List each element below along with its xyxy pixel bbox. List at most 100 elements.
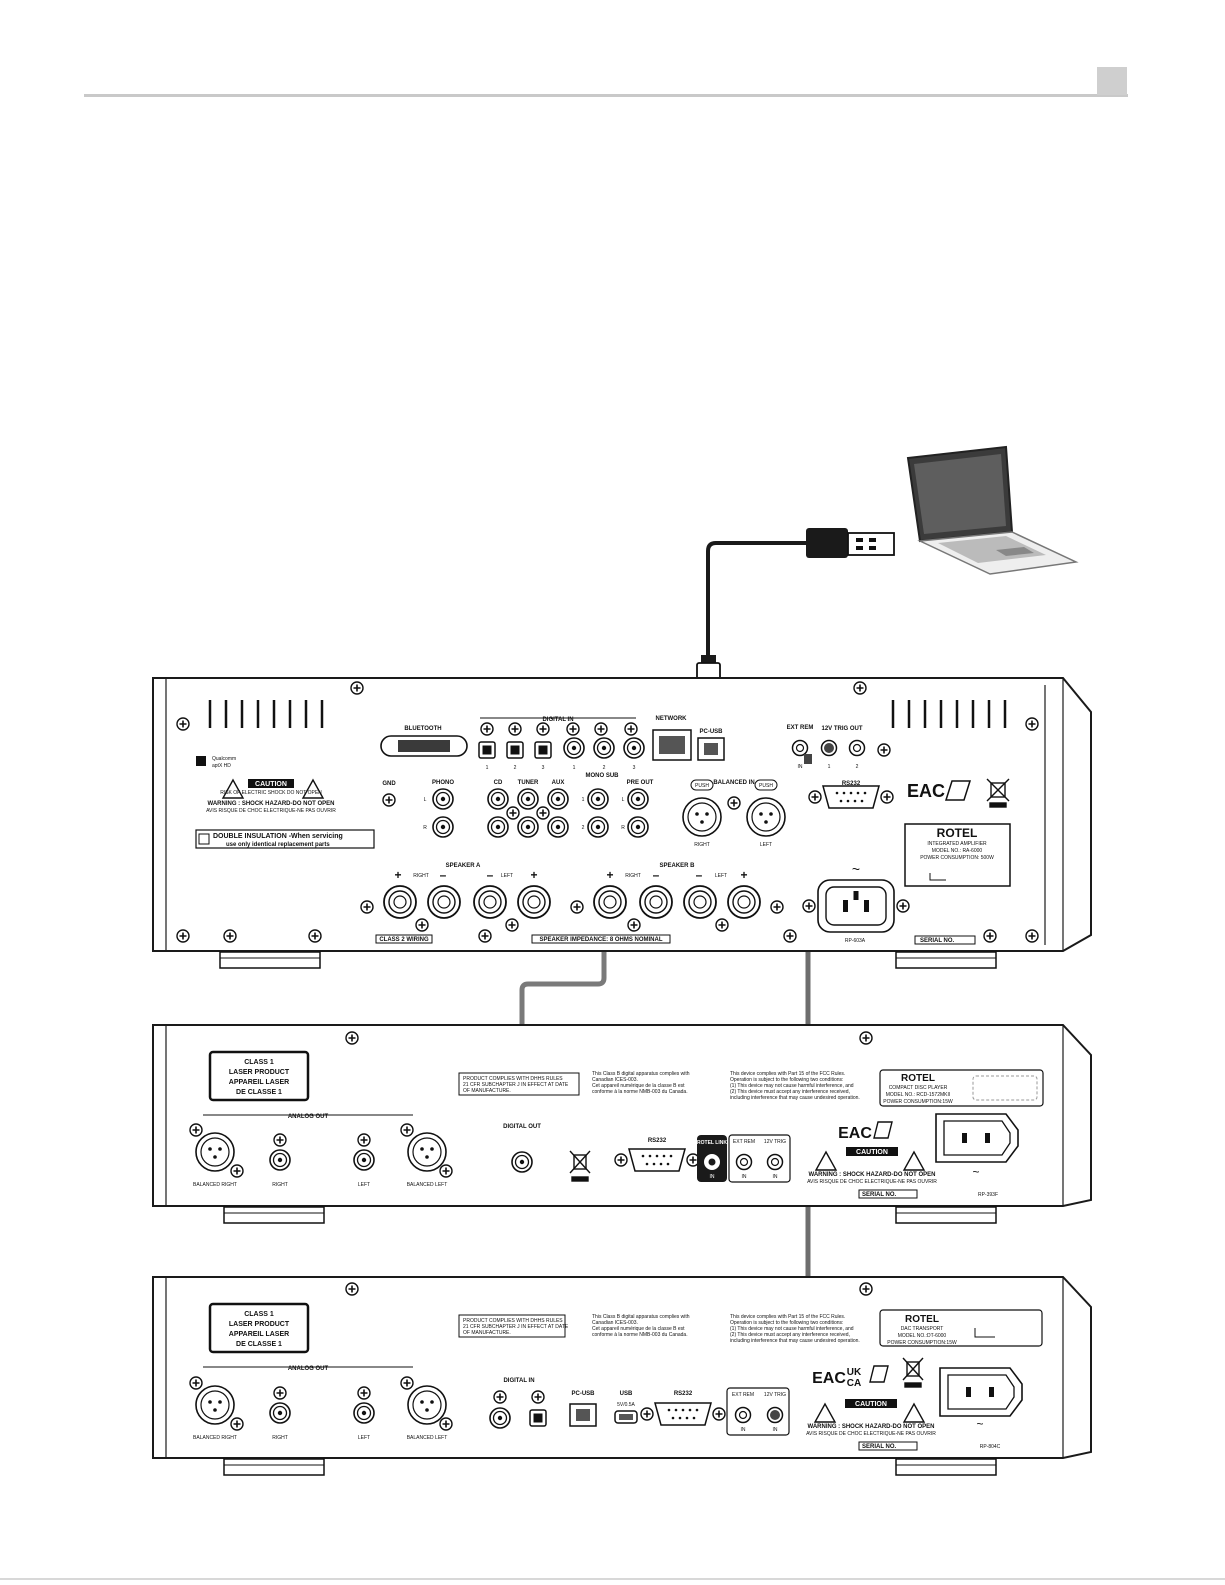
cd-balanced-left-label: BALANCED LEFT xyxy=(407,1182,448,1188)
dac-caution-label: CAUTION xyxy=(855,1401,887,1408)
amp-model-label: MODEL NO.: RA-6000 xyxy=(932,848,983,854)
dac-uk-mark: UK xyxy=(847,1367,862,1378)
cd-rs232-label: RS232 xyxy=(648,1138,667,1144)
cd-dhhs-line-3: OF MANUFACTURE. xyxy=(463,1088,511,1094)
dac-laser-label-box xyxy=(208,1302,310,1354)
cd-power-label: POWER CONSUMPTION:15W xyxy=(883,1099,953,1105)
svg-text:~: ~ xyxy=(972,1165,979,1179)
amp-serial-label: SERIAL NO. xyxy=(920,938,955,944)
amp-push-left-label: PUSH xyxy=(759,783,773,789)
amp-double-insulation-label: DOUBLE INSULATION -When servicing xyxy=(213,833,343,840)
amp-trig-2-label: 2 xyxy=(856,764,859,770)
dac-ext-rem-label: EXT REM xyxy=(732,1392,754,1398)
amp-mono-sub-label: MONO SUB xyxy=(586,773,620,779)
svg-text:–: – xyxy=(440,868,447,882)
cd-fcc-line-3: (1) This device may not cause harmful in… xyxy=(730,1083,854,1089)
svg-text:+: + xyxy=(606,868,613,882)
usb-a-plug xyxy=(806,528,895,558)
amp-sub-2-label: 2 xyxy=(582,825,585,831)
amp-spk-b-left-label: LEFT xyxy=(715,873,727,879)
amp-digital-in-label: DIGITAL IN xyxy=(542,717,573,723)
amp-digital-num-1: 1 xyxy=(486,765,489,771)
cd-desc-label: COMPACT DISC PLAYER xyxy=(889,1085,948,1091)
amp-balanced-right-label: RIGHT xyxy=(694,842,710,848)
amp-spk-a-left-label: LEFT xyxy=(501,873,513,879)
coax-cable xyxy=(519,812,607,1108)
cd-left-label: LEFT xyxy=(358,1182,370,1188)
dac-fcc-line-4: (2) This device must accept any interfer… xyxy=(730,1332,850,1338)
dac-model-code-label: RP-804C xyxy=(980,1444,1001,1450)
cd-weee-bin-icon xyxy=(569,1150,591,1182)
dac-usb-power-label: 5V/0.5A xyxy=(617,1402,635,1408)
usb-cable xyxy=(706,541,806,660)
amp-speaker-b-label: SPEAKER B xyxy=(659,863,695,869)
amp-phono-r-label: R xyxy=(423,825,427,831)
amp-class2-label: CLASS 2 WIRING xyxy=(379,937,429,943)
dac-laser-line-2: LASER PRODUCT xyxy=(229,1321,290,1328)
trigger-plug-dac xyxy=(770,1410,780,1420)
cd-laser-line-2: LASER PRODUCT xyxy=(229,1069,290,1076)
svg-text:~: ~ xyxy=(852,861,860,877)
laptop-icon xyxy=(906,445,1079,575)
amp-ext-rem-label: EXT REM xyxy=(787,725,814,731)
svg-text:+: + xyxy=(530,868,537,882)
dac-fcc-line-3: (1) This device may not cause harmful in… xyxy=(730,1326,854,1332)
dac-fcc-line-1: This device complies with Part 15 of the… xyxy=(730,1314,845,1320)
amp-aux-label: AUX xyxy=(552,780,565,786)
amp-network-label: NETWORK xyxy=(656,716,688,722)
amp-warning-label: WARNING : SHOCK HAZARD-DO NOT OPEN xyxy=(208,801,335,807)
cd-laser-line-1: CLASS 1 xyxy=(244,1059,274,1066)
amp-phono-l-label: L xyxy=(424,797,427,803)
amp-pre-out-label: PRE OUT xyxy=(627,780,654,786)
amplifier-rear-panel: BLUETOOTH Qualcomm aptX HD CAUTION RISK … xyxy=(152,677,1092,969)
cd-trig-in-label: IN xyxy=(773,1174,778,1180)
bluetooth-antenna-connector xyxy=(380,735,468,757)
dac-right-label: RIGHT xyxy=(272,1435,288,1441)
amp-rs232-label: RS232 xyxy=(842,781,861,787)
amp-balanced-in-label: BALANCED IN xyxy=(713,780,754,786)
cd-canada-line-4: conforme à la norme NMB-003 du Canada. xyxy=(592,1089,688,1095)
dac-pc-usb-label: PC-USB xyxy=(571,1391,595,1397)
amp-spk-a-right-label: RIGHT xyxy=(413,873,429,879)
amp-spk-b-right-label: RIGHT xyxy=(625,873,641,879)
dac-canada-line-2: Canadian ICES-003. xyxy=(592,1320,638,1326)
svg-text:+: + xyxy=(740,868,747,882)
dac-digital-in-label: DIGITAL IN xyxy=(503,1378,534,1384)
amp-trig-out-label: 12V TRIG OUT xyxy=(821,726,862,732)
amp-avis-label: AVIS RISQUE DE CHOC ELECTRIQUE-NE PAS OU… xyxy=(206,808,336,814)
amp-eac-mark: EAC xyxy=(907,781,945,801)
amp-trig-1-label: 1 xyxy=(828,764,831,770)
amp-ext-rem-in-label: IN xyxy=(798,764,803,770)
cd-right-label: RIGHT xyxy=(272,1182,288,1188)
amp-bluetooth-label: BLUETOOTH xyxy=(404,726,441,732)
dac-usb-label: USB xyxy=(620,1391,633,1397)
amp-digital-num-5: 2 xyxy=(603,765,606,771)
cd-model-code-label: RP-393F xyxy=(978,1192,998,1198)
cd-canada-line-2: Canadian ICES-003. xyxy=(592,1077,638,1083)
amp-sub-1-label: 1 xyxy=(582,797,585,803)
amp-digital-num-4: 1 xyxy=(573,765,576,771)
amp-digital-num-3: 3 xyxy=(542,765,545,771)
amp-pre-l-label: L xyxy=(622,797,625,803)
cd-fcc-line-4: (2) This device must accept any interfer… xyxy=(730,1089,850,1095)
cd-balanced-right-label: BALANCED RIGHT xyxy=(193,1182,237,1188)
cd-laser-line-3: APPAREIL LASER xyxy=(229,1079,289,1086)
amp-gnd-label: GND xyxy=(382,781,396,787)
amp-cd-label: CD xyxy=(494,780,503,786)
dac-eac-mark: EAC xyxy=(812,1370,846,1387)
amp-caution-label: CAUTION xyxy=(255,781,287,788)
amp-pc-usb-label: PC-USB xyxy=(699,729,723,735)
amp-tuner-label: TUNER xyxy=(518,780,539,786)
cd-rotel-link-in-label: IN xyxy=(710,1174,715,1180)
page-tab-marker xyxy=(1097,67,1127,95)
amp-pre-r-label: R xyxy=(621,825,625,831)
dac-balanced-left-label: BALANCED LEFT xyxy=(407,1435,448,1441)
cd-analog-out-label: ANALOG OUT xyxy=(288,1114,329,1120)
cd-laser-line-4: DE CLASSE 1 xyxy=(236,1089,282,1096)
dac-weee-bin-icon xyxy=(902,1357,924,1388)
dac-analog-out-label: ANALOG OUT xyxy=(288,1366,329,1372)
dac-trig-in-label: IN xyxy=(773,1427,778,1433)
cd-digital-out-label: DIGITAL OUT xyxy=(503,1124,541,1130)
